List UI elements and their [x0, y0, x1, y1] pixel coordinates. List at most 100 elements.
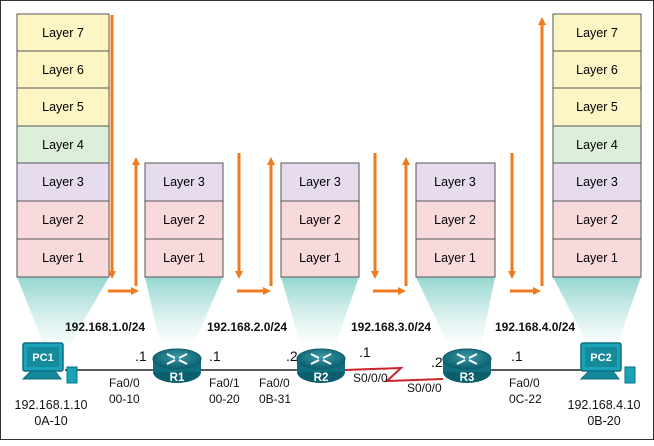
r3-left-port: S0/0/0: [407, 381, 442, 395]
r2-left-host: .2: [286, 348, 298, 364]
r1-layer2-label: Layer 2: [163, 213, 205, 227]
pc1-device[interactable]: PC1: [21, 342, 78, 384]
pc2-layer6-label: Layer 6: [576, 63, 618, 77]
r3-layer1-label: Layer 1: [434, 251, 476, 265]
r2-layer1: [280, 238, 360, 278]
pc2-device[interactable]: PC2: [579, 342, 636, 384]
beam-pc1: [17, 277, 109, 353]
r2-device[interactable]: R2: [296, 348, 346, 384]
r2-left-mac: 0B-31: [259, 392, 291, 406]
pc2-ip: 192.168.4.10: [568, 398, 641, 412]
links: [65, 366, 583, 383]
r2-left-port: Fa0/0: [259, 376, 290, 390]
network-1-label: 192.168.1.0/24: [65, 320, 145, 334]
r3-right-mac: 0C-22: [509, 392, 542, 406]
r3-name: R3: [460, 372, 475, 384]
r3-right-host: .1: [511, 348, 523, 364]
pc2-mac: 0B-20: [587, 414, 620, 428]
beams: [17, 277, 641, 353]
r1-left-port: Fa0/0: [109, 376, 140, 390]
link-r2-r3-serial: [344, 366, 444, 383]
r1-right-mac: 00-20: [209, 392, 240, 406]
r2-arrows-icon: [310, 353, 332, 365]
router-icon: [296, 348, 346, 370]
router-icon: [152, 348, 202, 370]
pc2-layer6: [552, 50, 642, 89]
pc2-layer4-label: Layer 4: [576, 138, 618, 152]
pc2-layer5-label: Layer 5: [576, 100, 618, 114]
pc2-layer1: [552, 238, 642, 278]
r2-stack: Layer 3 Layer 2 Layer 1: [280, 162, 360, 278]
pc2-layer7: [552, 13, 642, 52]
r2-layer1-label: Layer 1: [299, 251, 341, 265]
beam-r1: [145, 277, 223, 347]
pc1-layer2-label: Layer 2: [42, 213, 84, 227]
pc2-screen: [585, 347, 617, 367]
r3-left-host: .2: [431, 354, 443, 370]
pc1-stack: Layer 7 Layer 6 Layer 5 Layer 4 Layer 3 …: [16, 13, 110, 278]
beam-pc2: [553, 277, 641, 351]
pc2-tower-icon: [624, 366, 636, 384]
r3-layer3: [415, 162, 496, 202]
r2-layer3: [280, 162, 360, 202]
interface-labels: .1 Fa0/0 00-10 .1 Fa0/1 00-20 .2 Fa0/0 0…: [109, 344, 542, 406]
pc1-layer5-label: Layer 5: [42, 100, 84, 114]
pc2-stack: Layer 7 Layer 6 Layer 5 Layer 4 Layer 3 …: [552, 13, 642, 278]
r1-right-port: Fa0/1: [209, 376, 240, 390]
pc1-layer6: [16, 50, 110, 89]
pc2-layer1-label: Layer 1: [576, 251, 618, 265]
r1-layer3-label: Layer 3: [163, 175, 205, 189]
router-icon: [442, 348, 492, 370]
r1-name: R1: [170, 372, 185, 384]
r1-left-host: .1: [135, 348, 147, 364]
pc1-layer3-label: Layer 3: [42, 175, 84, 189]
pc2-layer3: [552, 162, 642, 202]
pc1-layer7-label: Layer 7: [42, 26, 84, 40]
pc1-layer1-label: Layer 1: [42, 251, 84, 265]
r2-name: R2: [314, 372, 329, 384]
pc1-layer4: [16, 125, 110, 164]
pc1-layer6-label: Layer 6: [42, 63, 84, 77]
r1-layer1-label: Layer 1: [163, 251, 205, 265]
r3-arrows-icon: [456, 353, 478, 365]
network-2-label: 192.168.2.0/24: [207, 320, 287, 334]
r1-layer1: [144, 238, 224, 278]
pc1-tower-icon: [66, 366, 78, 384]
r1-stack: Layer 3 Layer 2 Layer 1: [144, 162, 224, 278]
pc1-ip: 192.168.1.10: [15, 398, 88, 412]
r2-layer2-label: Layer 2: [299, 213, 341, 227]
pc1-layer5: [16, 87, 110, 127]
r1-left-mac: 00-10: [109, 392, 140, 406]
pc2-layer5: [552, 87, 642, 127]
pc2-layer4: [552, 125, 642, 164]
pc2-layer2-label: Layer 2: [576, 213, 618, 227]
pc1-screen: [27, 347, 59, 367]
r3-layer2-label: Layer 2: [434, 213, 476, 227]
r2-right-port: S0/0/0: [353, 371, 388, 385]
pc2-layer2: [552, 200, 642, 240]
pc1-mac: 0A-10: [34, 414, 67, 428]
pc1-layer2: [16, 200, 110, 240]
pc2-keyboard-icon: [579, 370, 620, 380]
pc1-layer4-label: Layer 4: [42, 138, 84, 152]
network-labels: 192.168.1.0/24 192.168.2.0/24 192.168.3.…: [65, 320, 575, 334]
r1-arrows-icon: [166, 353, 188, 365]
flow-arrows: [108, 15, 546, 295]
pc1-layer7: [16, 13, 110, 52]
r2-layer2: [280, 200, 360, 240]
r2-right-host: .1: [359, 344, 371, 360]
pc2-layer7-label: Layer 7: [576, 26, 618, 40]
pc1-keyboard-icon: [21, 370, 62, 380]
beam-r2: [281, 277, 359, 347]
pc1-layer1: [16, 238, 110, 278]
r3-layer3-label: Layer 3: [434, 175, 476, 189]
r3-device[interactable]: R3: [442, 348, 492, 384]
beam-r3: [416, 277, 495, 347]
r3-stack: Layer 3 Layer 2 Layer 1: [415, 162, 496, 278]
r1-device[interactable]: R1: [152, 348, 202, 384]
r1-layer3: [144, 162, 224, 202]
pc2-layer3-label: Layer 3: [576, 175, 618, 189]
pc1-name: PC1: [32, 352, 53, 364]
